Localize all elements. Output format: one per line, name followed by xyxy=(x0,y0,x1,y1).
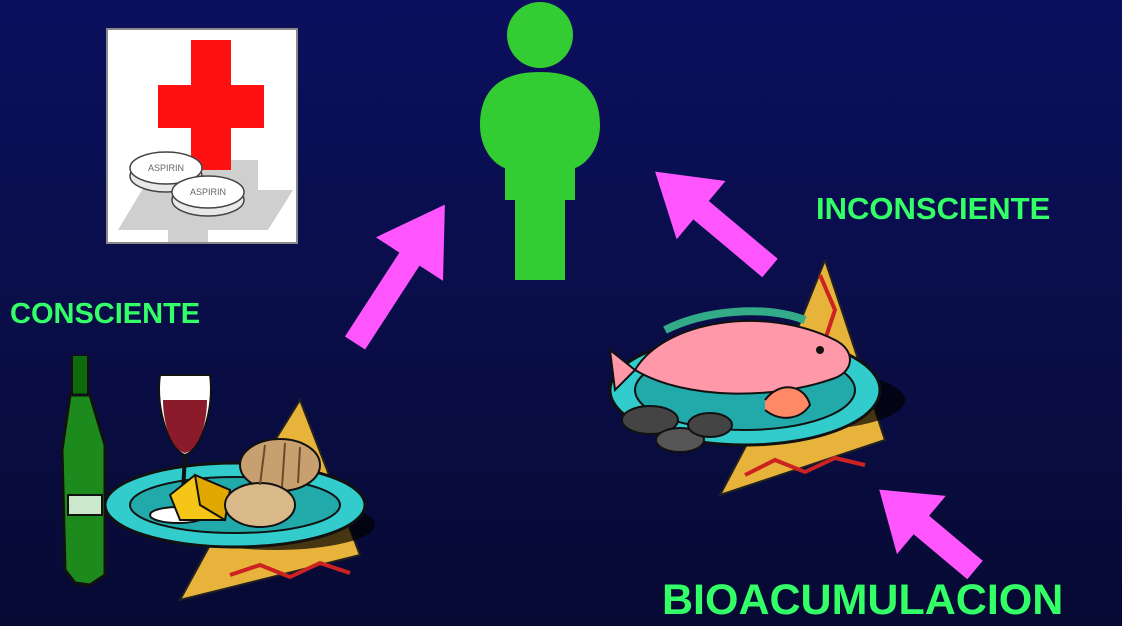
arrow-consciente xyxy=(321,183,478,365)
wine-bottle xyxy=(62,355,105,585)
label-bioacumulacion: BIOACUMULACION xyxy=(662,576,1063,625)
seafood-platter-icon xyxy=(605,260,915,510)
wine-cheese-bread-icon xyxy=(60,355,380,605)
label-inconsciente: INCONSCIENTE xyxy=(816,191,1050,227)
label-consciente: CONSCIENTE xyxy=(10,298,200,331)
